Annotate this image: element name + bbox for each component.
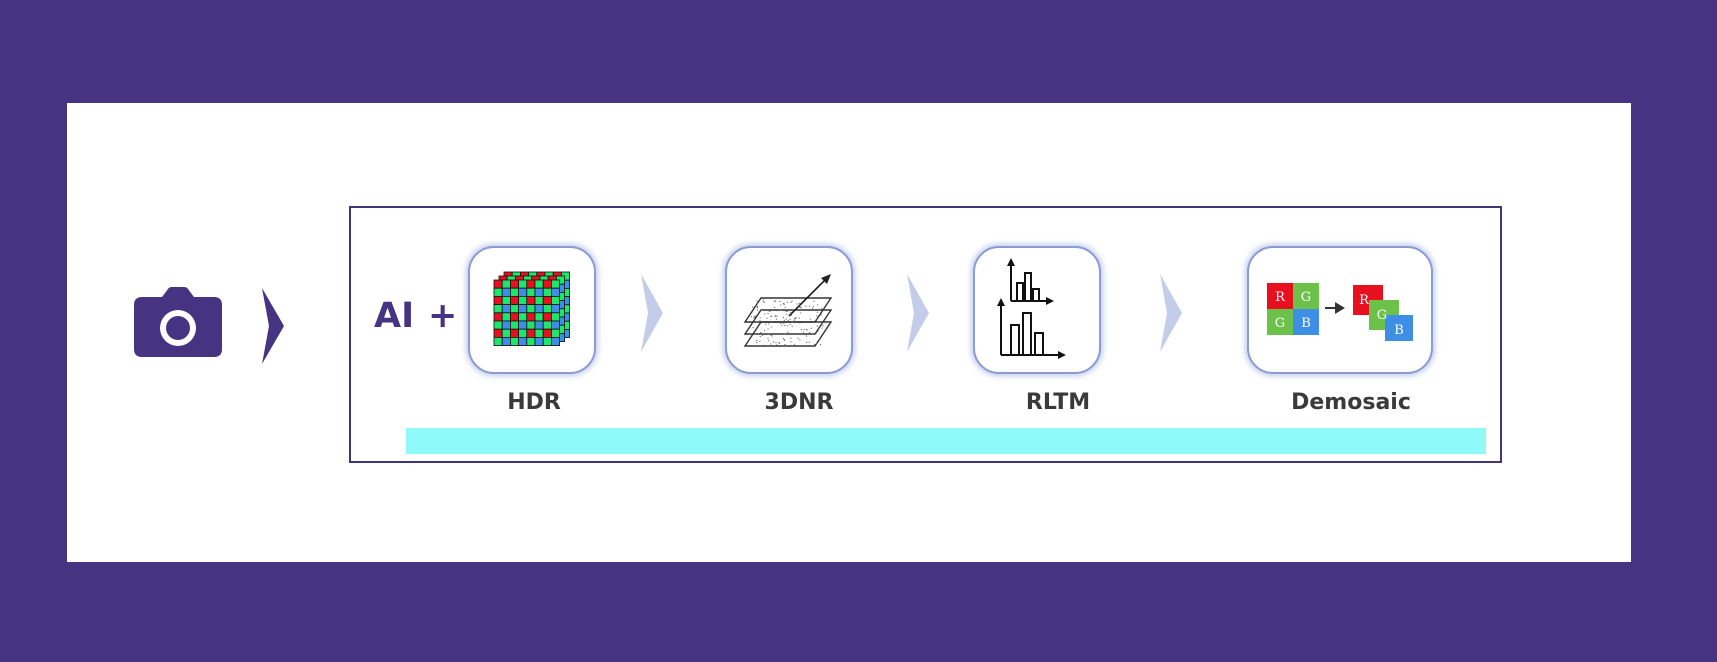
plus-sign: +	[428, 296, 458, 336]
layer-b-text: B	[1394, 323, 1404, 338]
bayer-g-text: G	[1301, 290, 1311, 305]
histogram-icon	[997, 258, 1066, 359]
progress-bar	[406, 428, 1486, 454]
camera-icon	[134, 287, 222, 357]
hdr-tile	[468, 246, 596, 374]
chevron-right-icon	[262, 288, 284, 364]
layer-r-text: R	[1359, 293, 1370, 308]
chevron-right-icon	[641, 274, 663, 352]
hdr-grid-icon	[493, 271, 571, 347]
bayer-b-text: B	[1301, 316, 1311, 331]
chevron-right-icon	[1160, 274, 1182, 352]
step-label-3dnr: 3DNR	[764, 390, 834, 415]
noise-layers-icon	[743, 274, 833, 347]
ai-label: AI	[374, 296, 415, 336]
bayer-g-text: G	[1275, 316, 1285, 331]
step-label-demosaic: Demosaic	[1291, 390, 1411, 415]
demosaic-tile: R G G B R G B	[1247, 246, 1433, 374]
step-label-hdr: HDR	[507, 390, 561, 415]
rltm-tile	[973, 246, 1101, 374]
chevron-right-icon	[907, 274, 929, 352]
demosaic-icon: R G G B R G B	[1267, 283, 1413, 341]
bayer-r-text: R	[1275, 290, 1286, 305]
layer-g-text: G	[1377, 308, 1387, 323]
3dnr-tile	[725, 246, 853, 374]
step-label-rltm: RLTM	[1025, 390, 1091, 415]
